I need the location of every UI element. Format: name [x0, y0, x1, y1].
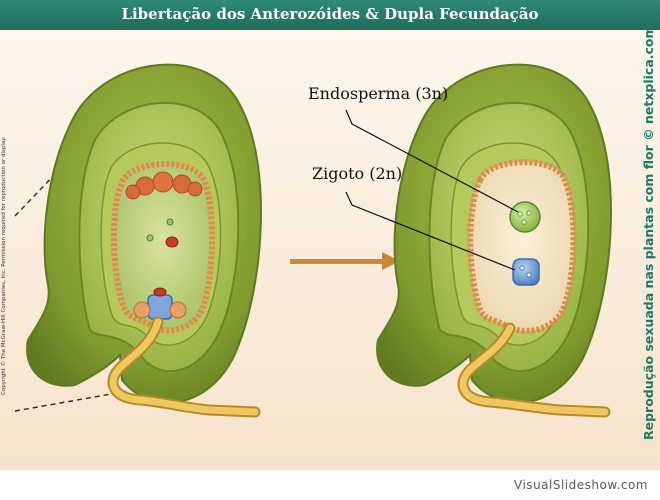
zygote [513, 259, 539, 285]
transition-arrow [290, 252, 400, 270]
watermark[interactable]: VisualSlideshow.com [514, 478, 648, 492]
sperm-nucleus [166, 237, 178, 247]
sperm-nucleus [154, 288, 166, 296]
footer: VisualSlideshow.com [0, 470, 660, 500]
egg-cell [148, 295, 172, 319]
synergid-cell [170, 302, 186, 318]
copyright-notice: Copyright © The McGraw-Hill Companies, I… [1, 105, 11, 395]
endosperm-label: Endosperma (3n) [308, 84, 448, 103]
polar-nucleus [147, 235, 153, 241]
side-caption: Reprodução sexuada nas plantas com flor … [641, 110, 657, 440]
embryo-sac [470, 162, 573, 331]
copyright-text: Copyright © The McGraw-Hill Companies, I… [1, 105, 7, 395]
endosperm-nucleus [510, 202, 540, 232]
synergid-cell [134, 302, 150, 318]
zygote-label: Zigoto (2n) [312, 164, 402, 183]
zoom-guide-line [15, 391, 128, 411]
ovule-after-fertilization [377, 65, 611, 412]
title-bar: Libertação dos Anterozóides & Dupla Fecu… [0, 0, 660, 32]
polar-nucleus [167, 219, 173, 225]
side-caption-text: Reprodução sexuada nas plantas com flor … [641, 110, 656, 440]
ovule-before-fertilization [27, 65, 261, 412]
page-title: Libertação dos Anterozóides & Dupla Fecu… [0, 5, 660, 23]
